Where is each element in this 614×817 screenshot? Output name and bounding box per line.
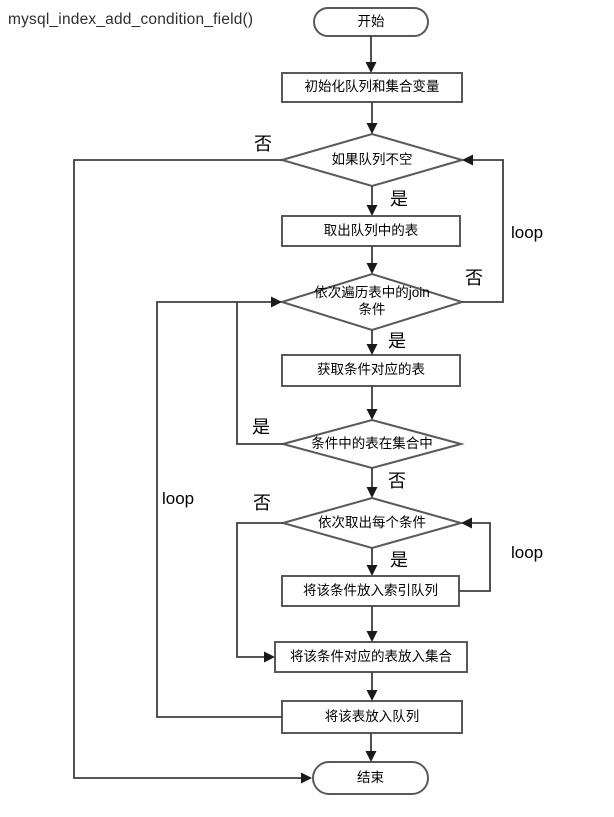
flowchart-arrowheads [264, 62, 473, 784]
edge-each-no-to-put-set [236, 522, 283, 658]
decision-each-condition [279, 496, 465, 550]
edge-push-condition-loop [459, 522, 491, 592]
edge-iterate-join-no-loop [462, 159, 504, 303]
process-dequeue-table [281, 215, 461, 247]
terminator-start [313, 7, 429, 37]
decision-queue-not-empty [278, 132, 466, 188]
decision-iterate-join [278, 272, 466, 332]
flowchart-shapes [274, 7, 468, 795]
decision-table-in-set [279, 418, 465, 470]
process-init [281, 72, 463, 103]
flowchart-edges [73, 36, 504, 779]
edge-in-set-yes-up [236, 302, 283, 445]
edge-queue-check-no-to-end [73, 159, 302, 779]
edge-enqueue-loop-back [156, 301, 282, 718]
process-enqueue-table [281, 700, 463, 734]
terminator-end [312, 761, 429, 795]
function-title: mysql_index_add_condition_field() [8, 11, 254, 28]
process-push-condition [281, 575, 460, 607]
process-get-table [281, 354, 461, 387]
process-put-table-to-set [274, 641, 468, 673]
